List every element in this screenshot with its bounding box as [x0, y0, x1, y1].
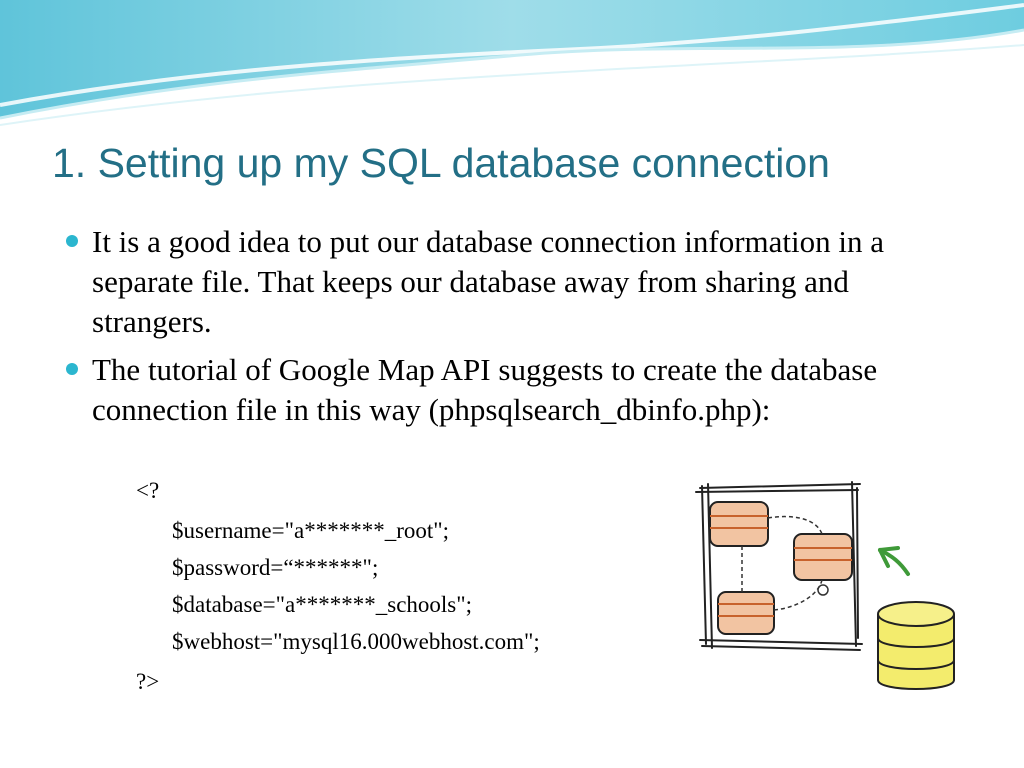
code-line: $webhost="mysql16.000webhost.com";: [172, 629, 540, 654]
bullet-dot-icon: [66, 235, 78, 247]
header-wave-decoration: [0, 0, 1024, 126]
bullet-text: The tutorial of Google Map API suggests …: [92, 352, 878, 427]
code-line: $password=“******";: [172, 555, 379, 580]
relationship-lines: [741, 515, 823, 611]
bullet-list: It is a good idea to put our database co…: [66, 222, 966, 438]
database-cylinder-icon: [877, 601, 955, 690]
bullet-dot-icon: [66, 363, 78, 375]
code-line: $database="a*******_schools";: [172, 592, 473, 617]
bullet-item: The tutorial of Google Map API suggests …: [66, 350, 966, 430]
table-icon-right: [793, 533, 853, 581]
bullet-text: It is a good idea to put our database co…: [92, 224, 884, 339]
slide-title: 1. Setting up my SQL database connection: [52, 140, 830, 186]
diagram-frame: [695, 481, 863, 651]
code-close-tag: ?>: [136, 669, 160, 694]
table-icon-top: [709, 501, 769, 547]
code-line: $username="a*******_root";: [172, 518, 450, 543]
code-open-tag: <?: [136, 478, 160, 503]
table-icon-bottom: [717, 591, 775, 635]
database-diagram-illustration: [692, 478, 962, 694]
green-arrow-icon: [878, 546, 910, 576]
bullet-item: It is a good idea to put our database co…: [66, 222, 966, 342]
